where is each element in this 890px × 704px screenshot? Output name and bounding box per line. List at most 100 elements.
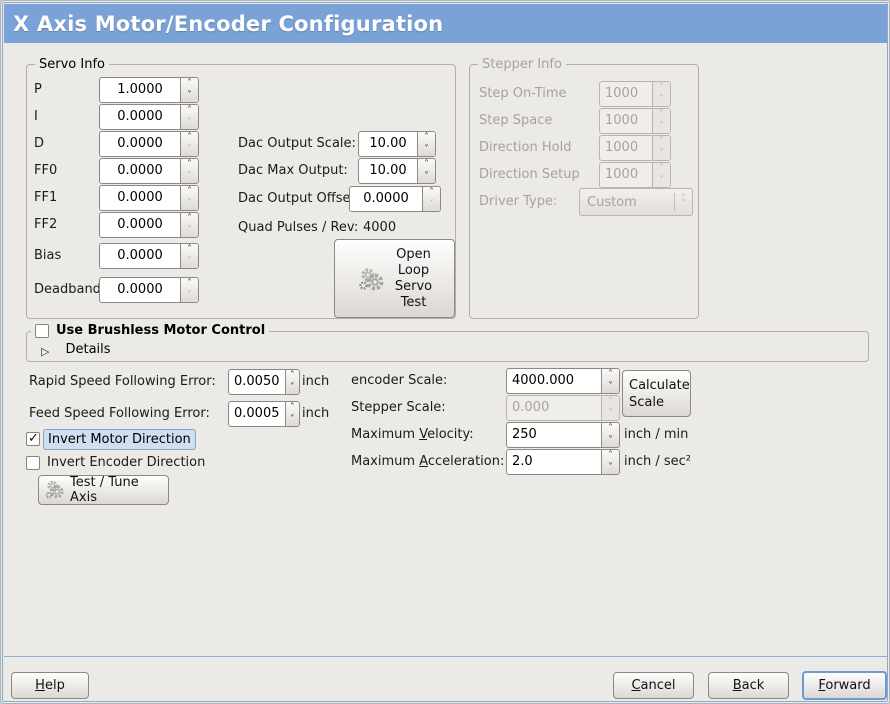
chevron-down-icon[interactable] (181, 117, 198, 129)
chevron-up-icon[interactable] (181, 278, 198, 290)
chevron-down-icon[interactable] (181, 90, 198, 102)
chevron-down-icon[interactable] (286, 414, 300, 426)
maximum-acceleration-spinbox[interactable]: 2.0 (506, 449, 620, 475)
driver-type-value: Custom (587, 194, 637, 210)
rapid-following-error-spinbox[interactable]: 0.0050 (228, 369, 300, 395)
chevron-down-icon[interactable] (418, 171, 435, 183)
calculate-scale-button[interactable]: Calculate Scale (622, 370, 691, 417)
test-tune-axis-label: Test / Tune Axis (70, 475, 139, 505)
triangle-right-icon[interactable] (41, 340, 49, 359)
step-on-time-spinbox: 1000 (599, 81, 671, 107)
dac-output-offset-label: Dac Output Offset: (238, 191, 360, 206)
dac-output-scale-value[interactable]: 10.00 (369, 136, 407, 151)
gears-icon (44, 478, 66, 502)
ff0-value[interactable]: 0.0000 (117, 163, 163, 178)
chevron-up-icon[interactable] (181, 159, 198, 171)
chevron-up-icon[interactable] (602, 369, 619, 381)
chevron-down-icon[interactable] (181, 198, 198, 210)
chevron-up-icon (653, 163, 670, 175)
chevron-up-icon[interactable] (418, 132, 435, 144)
bias-value[interactable]: 0.0000 (117, 248, 163, 263)
ff2-value[interactable]: 0.0000 (117, 217, 163, 232)
open-loop-line: Loop (397, 262, 430, 278)
chevron-up-icon[interactable] (181, 244, 198, 256)
chevron-up-icon[interactable] (602, 450, 619, 462)
up-down-chevron-icon (675, 197, 692, 207)
use-brushless-checkbox[interactable] (35, 323, 49, 338)
direction-setup-label: Direction Setup (479, 167, 580, 182)
bias-spinbox[interactable]: 0.0000 (99, 243, 199, 269)
forward-button[interactable]: Forward (802, 671, 887, 700)
chevron-down-icon[interactable] (181, 290, 198, 302)
d-value[interactable]: 0.0000 (117, 136, 163, 151)
dac-output-scale-spinbox[interactable]: 10.00 (358, 131, 436, 157)
chevron-down-icon[interactable] (181, 225, 198, 237)
chevron-down-icon[interactable] (423, 199, 440, 211)
chevron-up-icon[interactable] (418, 159, 435, 171)
d-spinbox[interactable]: 0.0000 (99, 131, 199, 157)
chevron-up-icon[interactable] (286, 402, 300, 414)
p-spinbox[interactable]: 1.0000 (99, 77, 199, 103)
invert-encoder-direction-label[interactable]: Invert Encoder Direction (47, 455, 206, 470)
back-button[interactable]: Back (708, 672, 789, 699)
ff2-spinbox[interactable]: 0.0000 (99, 212, 199, 238)
ff0-spinbox[interactable]: 0.0000 (99, 158, 199, 184)
cancel-button[interactable]: Cancel (613, 672, 694, 699)
invert-motor-direction-label[interactable]: Invert Motor Direction (43, 429, 196, 450)
chevron-up-icon (653, 82, 670, 94)
feed-following-error-value[interactable]: 0.0005 (234, 406, 280, 421)
bias-label: Bias (34, 248, 62, 263)
dac-max-output-spinbox[interactable]: 10.00 (358, 158, 436, 184)
chevron-up-icon (653, 136, 670, 148)
i-spinbox[interactable]: 0.0000 (99, 104, 199, 130)
chevron-up-icon[interactable] (423, 187, 440, 199)
invert-encoder-direction-checkbox[interactable] (26, 456, 40, 470)
ff1-spinbox[interactable]: 0.0000 (99, 185, 199, 211)
maximum-velocity-spinbox[interactable]: 250 (506, 422, 620, 448)
maximum-acceleration-value[interactable]: 2.0 (512, 454, 533, 469)
rapid-following-error-value[interactable]: 0.0050 (234, 374, 280, 389)
open-loop-line: Open (396, 246, 431, 262)
chevron-up-icon[interactable] (181, 186, 198, 198)
encoder-scale-value[interactable]: 4000.000 (512, 373, 575, 388)
chevron-down-icon[interactable] (181, 171, 198, 183)
maximum-velocity-value[interactable]: 250 (512, 427, 537, 442)
chevron-down-icon[interactable] (602, 462, 619, 474)
step-on-time-value: 1000 (605, 86, 639, 101)
chevron-up-icon[interactable] (181, 105, 198, 117)
chevron-down-icon[interactable] (181, 256, 198, 268)
help-button[interactable]: Help (11, 672, 89, 699)
invert-motor-direction-checkbox[interactable] (26, 431, 40, 446)
stepper-info-frame: Stepper Info (469, 56, 699, 319)
details-expander[interactable]: Details (41, 340, 110, 359)
p-value[interactable]: 1.0000 (117, 82, 163, 97)
chevron-up-icon[interactable] (181, 132, 198, 144)
dac-output-offset-spinbox[interactable]: 0.0000 (349, 186, 441, 212)
direction-hold-label: Direction Hold (479, 140, 572, 155)
direction-hold-spinbox: 1000 (599, 135, 671, 161)
chevron-down-icon[interactable] (418, 144, 435, 156)
chevron-up-icon[interactable] (286, 370, 300, 382)
chevron-down-icon[interactable] (602, 381, 619, 393)
test-tune-axis-button[interactable]: Test / Tune Axis (38, 475, 169, 505)
deadband-value[interactable]: 0.0000 (117, 282, 163, 297)
deadband-spinbox[interactable]: 0.0000 (99, 277, 199, 303)
chevron-up-icon[interactable] (602, 423, 619, 435)
chevron-up-icon[interactable] (181, 78, 198, 90)
open-loop-servo-test-button[interactable]: Open Loop Servo Test (334, 239, 455, 318)
servo-info-legend: Servo Info (35, 56, 109, 73)
step-space-spinbox: 1000 (599, 108, 671, 134)
chevron-down-icon[interactable] (602, 435, 619, 447)
ff1-value[interactable]: 0.0000 (117, 190, 163, 205)
dac-max-output-value[interactable]: 10.00 (369, 163, 407, 178)
feed-following-error-spinbox[interactable]: 0.0005 (228, 401, 300, 427)
chevron-down-icon[interactable] (286, 382, 300, 394)
combo-divider (674, 193, 675, 211)
chevron-up-icon[interactable] (181, 213, 198, 225)
chevron-down-icon[interactable] (181, 144, 198, 156)
dac-output-offset-value[interactable]: 0.0000 (363, 191, 409, 206)
open-loop-line: Test (400, 294, 427, 310)
servo-info-frame: Servo Info (26, 56, 456, 319)
i-value[interactable]: 0.0000 (117, 109, 163, 124)
encoder-scale-spinbox[interactable]: 4000.000 (506, 368, 620, 394)
